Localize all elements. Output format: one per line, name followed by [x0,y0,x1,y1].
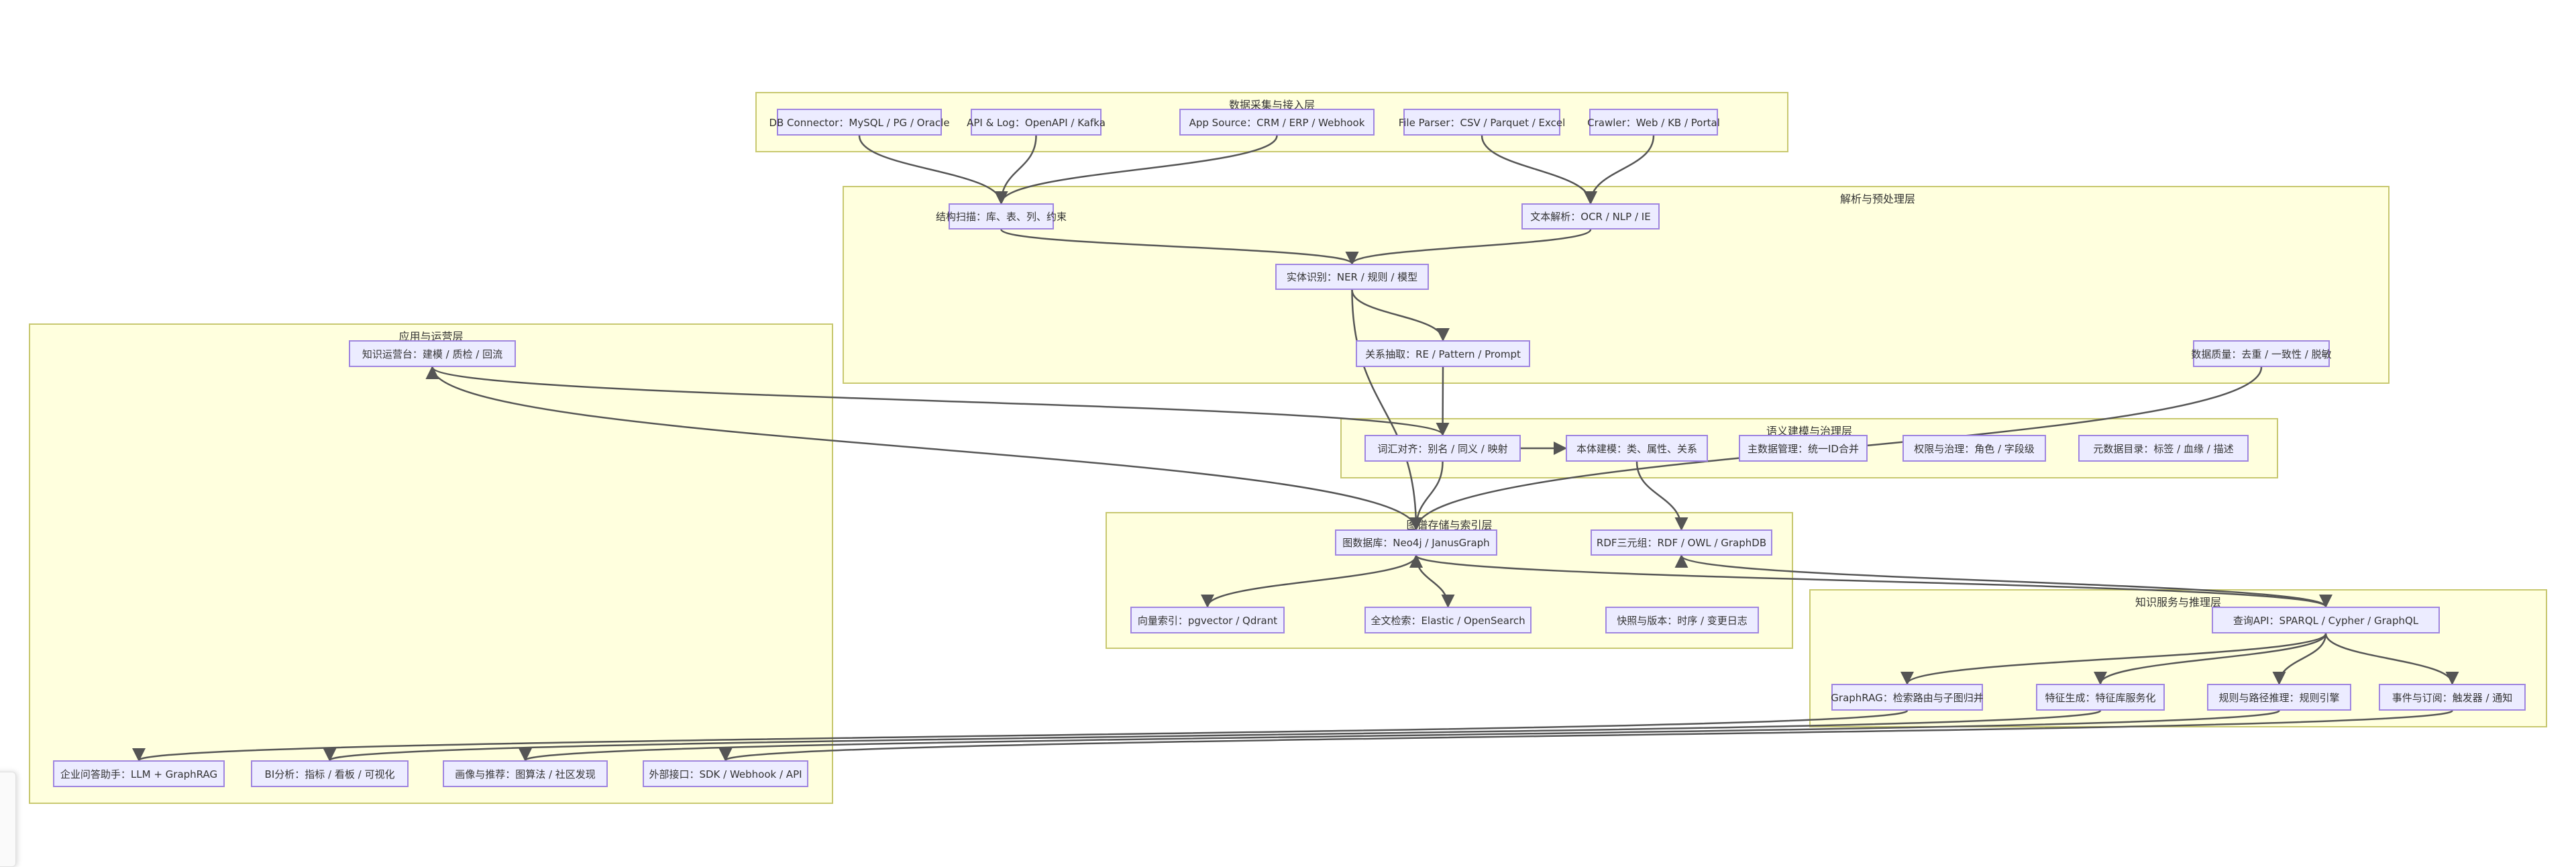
cluster-title-ingest: 数据采集与接入层 [1228,99,1315,111]
diagram-canvas: 数据采集与接入层 解析与预处理层 应用与运营层 语义建模与治理层 图谱存储与索引… [0,92,2547,867]
node-graph-db[interactable]: 图数据库：Neo4j / JanusGraph [1335,529,1497,556]
node-metadata-catalog[interactable]: 元数据目录：标签 / 血缘 / 描述 [2078,435,2249,462]
node-bi-analysis[interactable]: BI分析：指标 / 看板 / 可视化 [251,760,409,787]
cluster-app: 应用与运营层 [29,323,833,804]
node-relation-extract[interactable]: 关系抽取：RE / Pattern / Prompt [1356,340,1530,367]
node-db-connector[interactable]: DB Connector：MySQL / PG / Oracle [769,109,950,136]
node-text-parse[interactable]: 文本解析：OCR / NLP / IE [1521,203,1660,230]
node-rule-reason[interactable]: 规则与路径推理：规则引擎 [2207,684,2351,711]
node-external-api[interactable]: 外部接口：SDK / Webhook / API [643,760,808,787]
node-data-quality[interactable]: 数据质量：去重 / 一致性 / 脱敏 [2191,340,2332,367]
cluster-title-parse: 解析与预处理层 [1839,193,1915,205]
node-file-parser[interactable]: File Parser：CSV / Parquet / Excel [1399,109,1565,136]
node-mdm[interactable]: 主数据管理：统一ID合并 [1739,435,1868,462]
node-app-source[interactable]: App Source：CRM / ERP / Webhook [1179,109,1375,136]
node-struct-scan[interactable]: 结构扫描：库、表、列、约束 [936,203,1067,230]
node-event-sub[interactable]: 事件与订阅：触发器 / 通知 [2379,684,2526,711]
node-fulltext[interactable]: 全文检索：Elastic / OpenSearch [1364,607,1532,633]
node-profile-rec[interactable]: 画像与推荐：图算法 / 社区发现 [443,760,608,787]
node-vector-index[interactable]: 向量索引：pgvector / Qdrant [1130,607,1285,633]
node-qa-assistant[interactable]: 企业问答助手：LLM + GraphRAG [53,760,225,787]
node-crawler[interactable]: Crawler：Web / KB / Portal [1587,109,1720,136]
node-graphrag[interactable]: GraphRAG：检索路由与子图归并 [1831,684,1984,711]
node-vocab-align[interactable]: 词汇对齐：别名 / 同义 / 映射 [1364,435,1521,462]
cluster-title-app: 应用与运营层 [398,330,464,343]
node-entity-recog[interactable]: 实体识别：NER / 规则 / 模型 [1275,264,1429,290]
node-api-log[interactable]: API & Log：OpenAPI / Kafka [967,109,1106,136]
side-panel-handle[interactable] [0,772,16,867]
node-rdf-triple[interactable]: RDF三元组：RDF / OWL / GraphDB [1591,529,1772,556]
node-feature-gen[interactable]: 特征生成：特征库服务化 [2036,684,2165,711]
node-query-api[interactable]: 查询API：SPARQL / Cypher / GraphQL [2212,607,2440,633]
node-ontology[interactable]: 本体建模：类、属性、关系 [1566,435,1708,462]
node-permission[interactable]: 权限与治理：角色 / 字段级 [1902,435,2046,462]
node-ops-console[interactable]: 知识运营台：建模 / 质检 / 回流 [349,340,516,367]
node-snapshot[interactable]: 快照与版本：时序 / 变更日志 [1605,607,1759,633]
